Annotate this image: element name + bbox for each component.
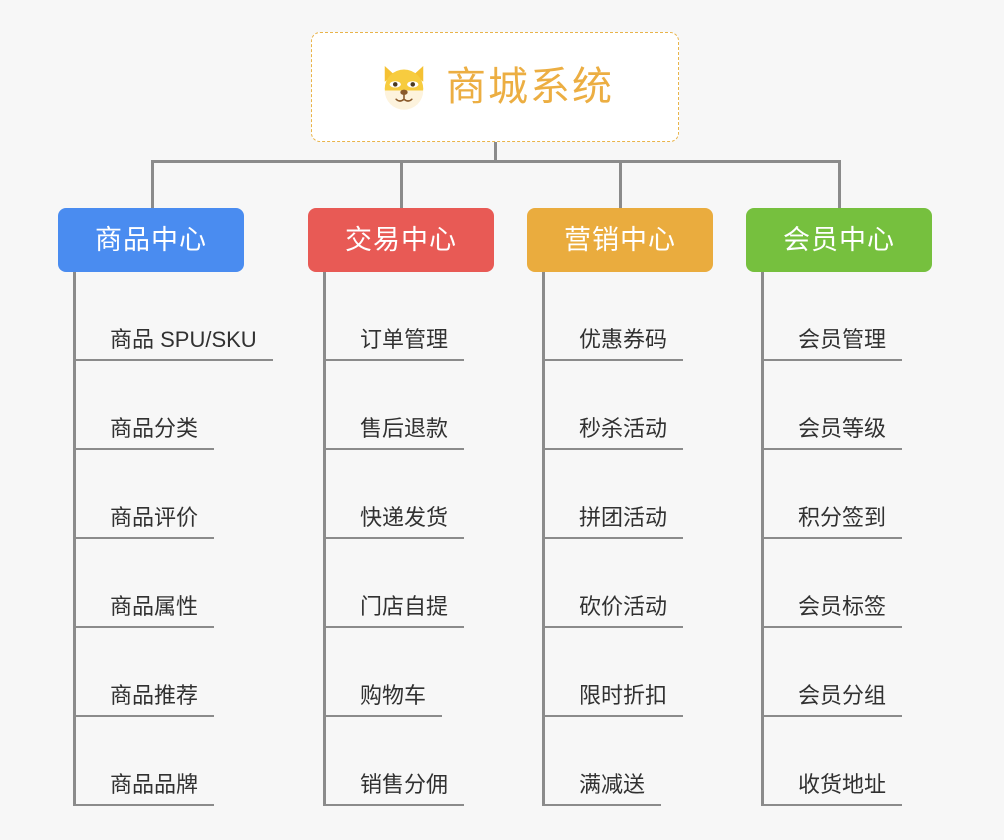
category-header-3[interactable]: 营销中心 bbox=[527, 208, 713, 272]
leaf-label: 会员标签 bbox=[761, 594, 903, 629]
branch-column-4: 会员中心 会员管理 会员等级 积分签到 会员标签 会员分组 收货地址 bbox=[746, 208, 946, 807]
leaf-label: 商品品牌 bbox=[73, 772, 215, 807]
leaf-item[interactable]: 积分签到 bbox=[761, 450, 946, 540]
leaf-label: 满减送 bbox=[542, 772, 662, 807]
leaf-label: 会员管理 bbox=[761, 327, 903, 362]
branch-column-1: 商品中心 商品 SPU/SKU 商品分类 商品评价 商品属性 商品推荐 商品品牌 bbox=[58, 208, 273, 807]
leaf-item[interactable]: 优惠券码 bbox=[542, 272, 727, 362]
branch-column-3: 营销中心 优惠券码 秒杀活动 拼团活动 砍价活动 限时折扣 满减送 bbox=[527, 208, 727, 807]
leaf-item[interactable]: 会员等级 bbox=[761, 361, 946, 451]
leaf-item[interactable]: 快递发货 bbox=[323, 450, 508, 540]
leaf-list-3: 优惠券码 秒杀活动 拼团活动 砍价活动 限时折扣 满减送 bbox=[542, 272, 727, 807]
leaf-item[interactable]: 拼团活动 bbox=[542, 450, 727, 540]
connector-root-stem bbox=[494, 142, 497, 163]
leaf-list-1: 商品 SPU/SKU 商品分类 商品评价 商品属性 商品推荐 商品品牌 bbox=[73, 272, 273, 807]
leaf-label: 商品属性 bbox=[73, 594, 215, 629]
leaf-label: 购物车 bbox=[323, 683, 443, 718]
leaf-item[interactable]: 售后退款 bbox=[323, 361, 508, 451]
branch-column-2: 交易中心 订单管理 售后退款 快递发货 门店自提 购物车 销售分佣 bbox=[308, 208, 508, 807]
leaf-label: 拼团活动 bbox=[542, 505, 684, 540]
connector-drop-3 bbox=[619, 160, 622, 208]
leaf-label: 商品 SPU/SKU bbox=[74, 327, 273, 362]
leaf-item[interactable]: 会员管理 bbox=[761, 272, 946, 362]
leaf-label: 优惠券码 bbox=[542, 327, 684, 362]
category-header-4[interactable]: 会员中心 bbox=[746, 208, 932, 272]
category-header-2[interactable]: 交易中心 bbox=[308, 208, 494, 272]
leaf-label: 商品评价 bbox=[73, 505, 215, 540]
leaf-label: 秒杀活动 bbox=[542, 416, 684, 451]
connector-drop-1 bbox=[151, 160, 154, 208]
leaf-item[interactable]: 秒杀活动 bbox=[542, 361, 727, 451]
connector-drop-2 bbox=[400, 160, 403, 208]
leaf-label: 商品推荐 bbox=[73, 683, 215, 718]
root-title: 商城系统 bbox=[446, 65, 614, 109]
leaf-list-4: 会员管理 会员等级 积分签到 会员标签 会员分组 收货地址 bbox=[761, 272, 946, 807]
connector-drop-4 bbox=[838, 160, 841, 208]
leaf-item[interactable]: 会员标签 bbox=[761, 539, 946, 629]
leaf-label: 会员等级 bbox=[761, 416, 903, 451]
leaf-item[interactable]: 商品推荐 bbox=[73, 628, 258, 718]
category-header-label-2: 交易中心 bbox=[345, 224, 457, 255]
category-header-label-4: 会员中心 bbox=[783, 224, 895, 255]
leaf-label: 订单管理 bbox=[323, 327, 465, 362]
leaf-item[interactable]: 商品品牌 bbox=[73, 717, 258, 807]
leaf-label: 限时折扣 bbox=[542, 683, 684, 718]
leaf-item[interactable]: 会员分组 bbox=[761, 628, 946, 718]
category-header-label-3: 营销中心 bbox=[564, 224, 676, 255]
leaf-label: 快递发货 bbox=[323, 505, 465, 540]
leaf-label: 商品分类 bbox=[73, 416, 215, 451]
category-header-1[interactable]: 商品中心 bbox=[58, 208, 244, 272]
leaf-item[interactable]: 购物车 bbox=[323, 628, 508, 718]
leaf-item[interactable]: 商品 SPU/SKU bbox=[74, 272, 273, 362]
leaf-item[interactable]: 收货地址 bbox=[761, 717, 946, 807]
leaf-item[interactable]: 满减送 bbox=[542, 717, 727, 807]
leaf-item[interactable]: 砍价活动 bbox=[542, 539, 727, 629]
leaf-label: 售后退款 bbox=[323, 416, 465, 451]
leaf-label: 积分签到 bbox=[761, 505, 903, 540]
category-header-label-1: 商品中心 bbox=[95, 224, 207, 255]
leaf-label: 会员分组 bbox=[761, 683, 903, 718]
leaf-label: 收货地址 bbox=[761, 772, 903, 807]
shiba-dog-face-icon bbox=[384, 66, 424, 110]
leaf-item[interactable]: 商品分类 bbox=[73, 361, 258, 451]
leaf-item[interactable]: 商品评价 bbox=[73, 450, 258, 540]
leaf-item[interactable]: 订单管理 bbox=[323, 272, 508, 362]
leaf-label: 门店自提 bbox=[323, 594, 465, 629]
leaf-item[interactable]: 销售分佣 bbox=[323, 717, 508, 807]
leaf-label: 销售分佣 bbox=[323, 772, 465, 807]
leaf-item[interactable]: 商品属性 bbox=[73, 539, 258, 629]
leaf-item[interactable]: 限时折扣 bbox=[542, 628, 727, 718]
leaf-label: 砍价活动 bbox=[542, 594, 684, 629]
leaf-item[interactable]: 门店自提 bbox=[323, 539, 508, 629]
leaf-list-2: 订单管理 售后退款 快递发货 门店自提 购物车 销售分佣 bbox=[323, 272, 508, 807]
root-node[interactable]: 商城系统 bbox=[311, 32, 679, 142]
connector-horizontal-bus bbox=[151, 160, 840, 163]
